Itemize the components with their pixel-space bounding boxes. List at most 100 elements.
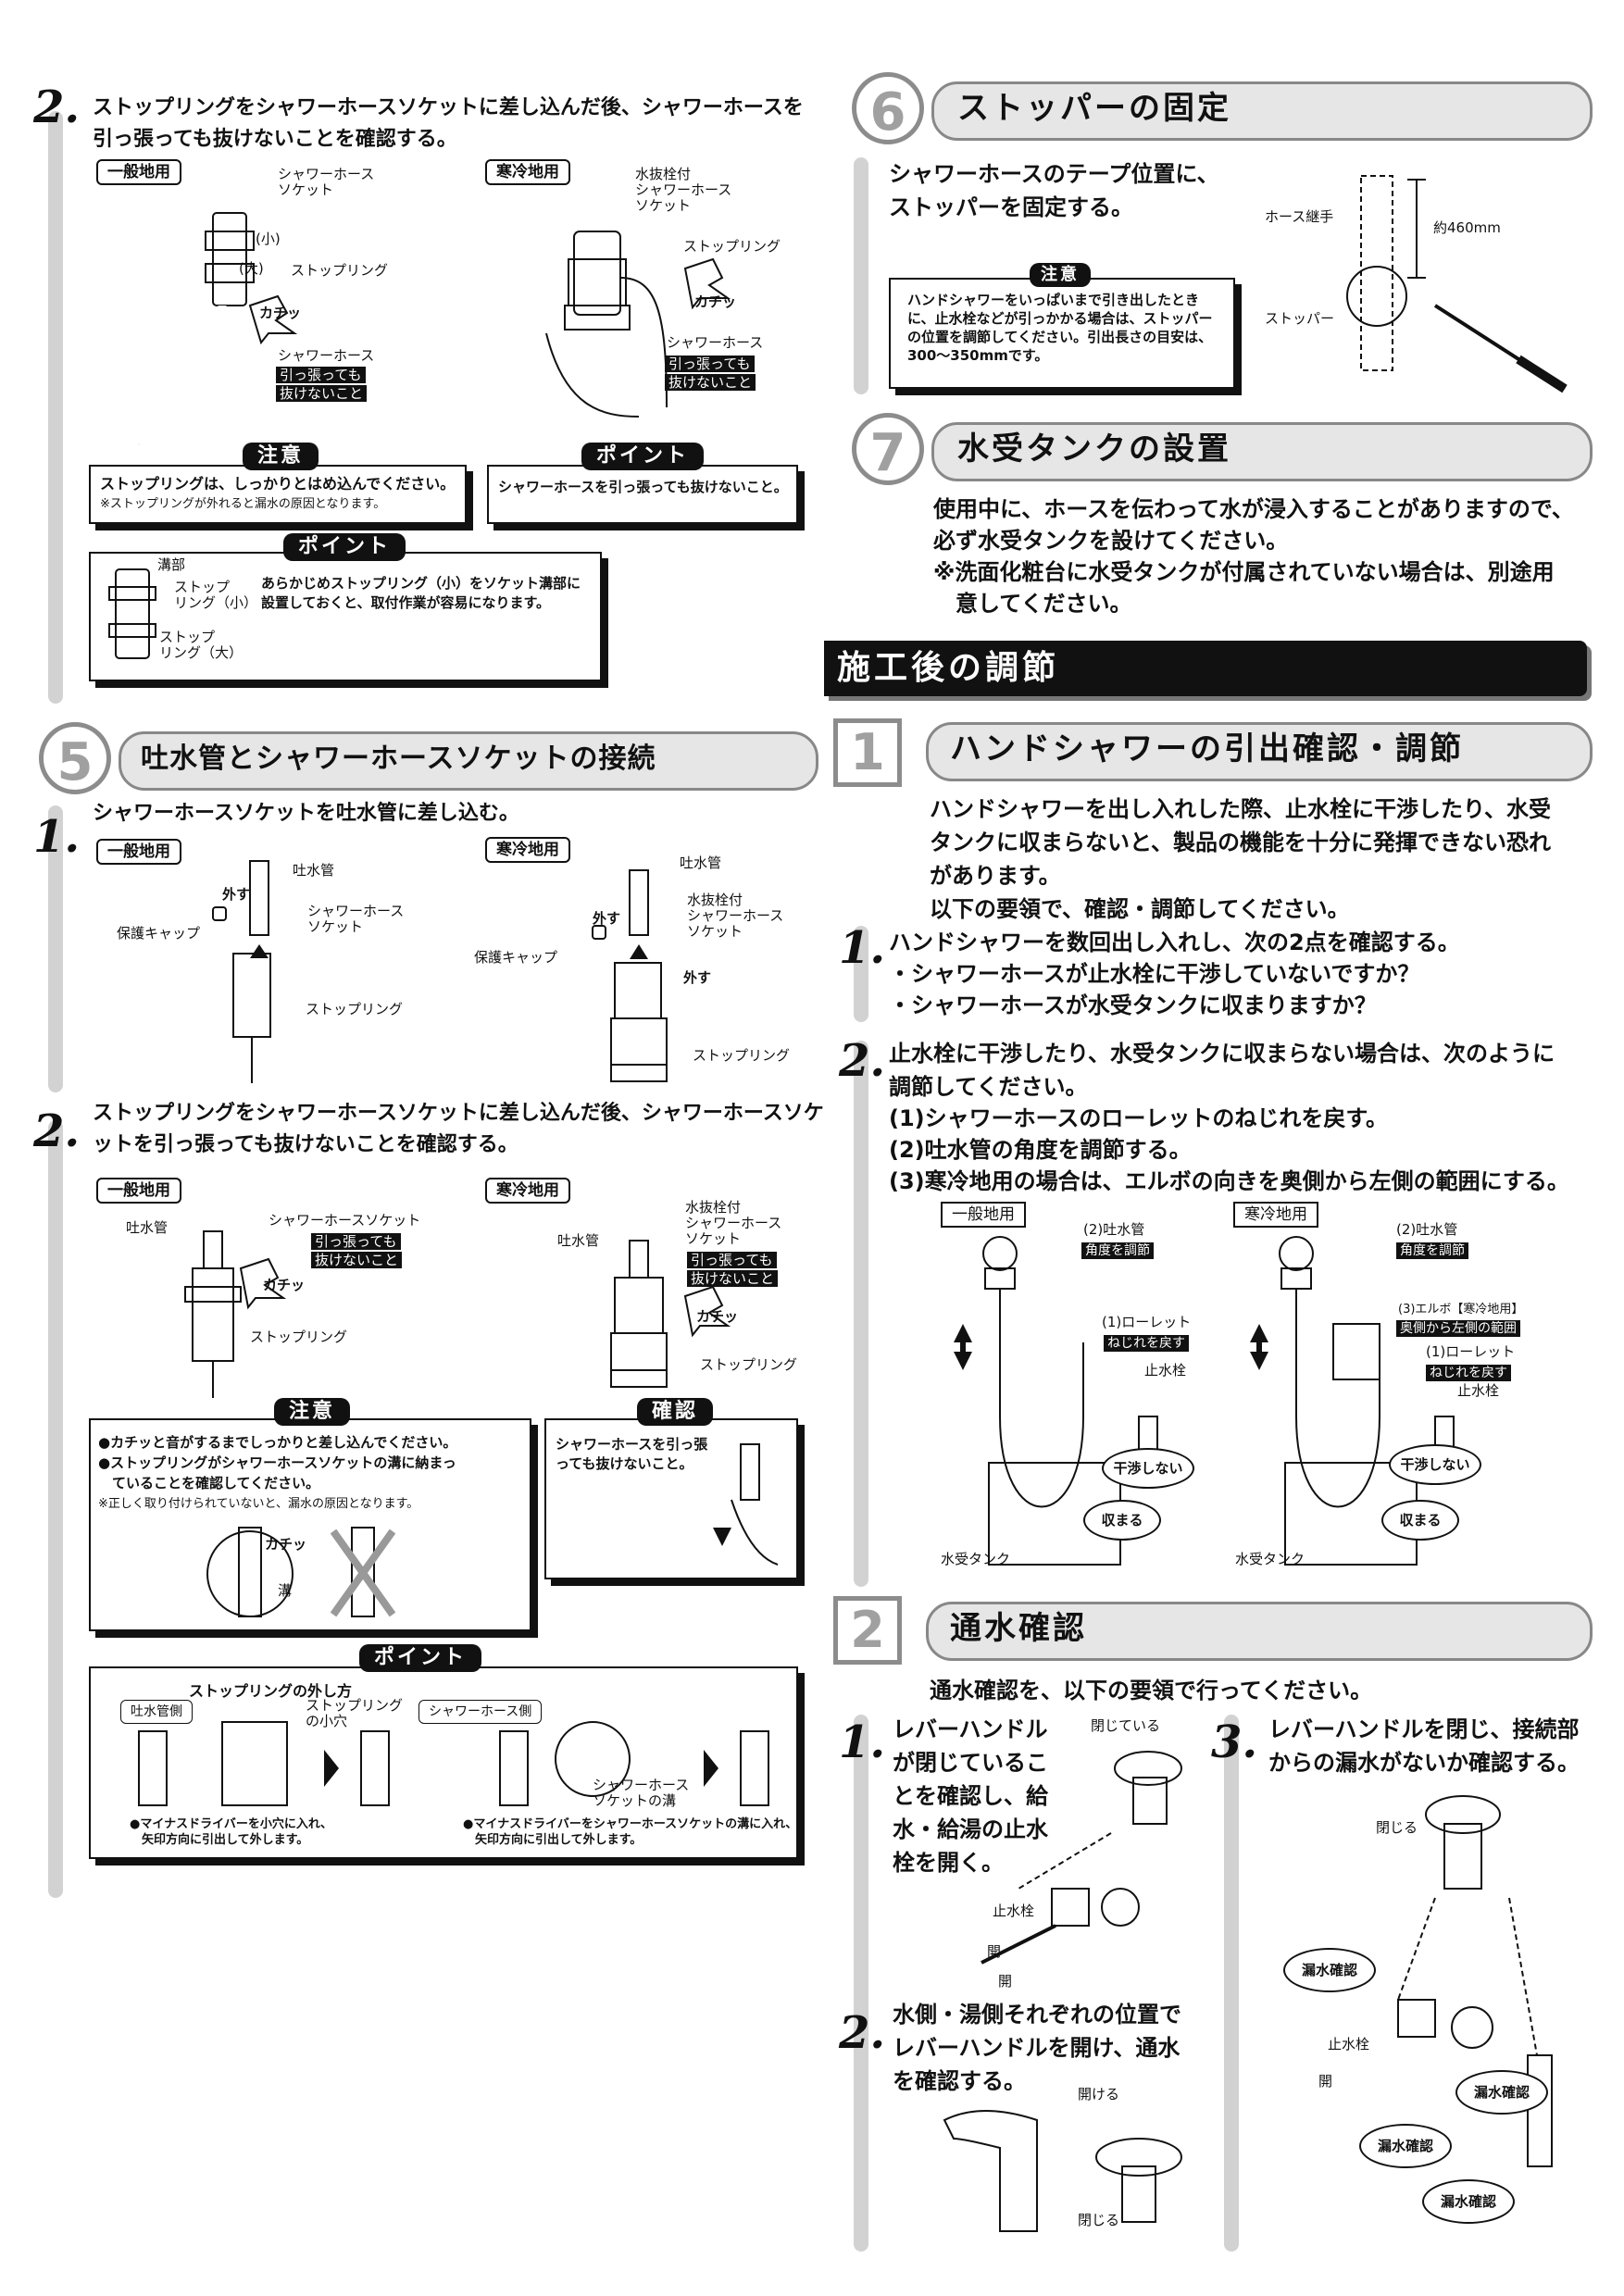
label-pull1: 引っ張っても <box>311 1233 401 1250</box>
adj1-step2-l2: (1)シャワーホースのローレットのねじれを戻す。 <box>889 1105 1389 1131</box>
label-open: 開 <box>987 1943 1002 1960</box>
label-ring-small: ストップ リング（小） <box>174 579 258 611</box>
tag-general: 一般地用 <box>941 1202 1026 1228</box>
label-close-lever: 閉じる <box>1078 2212 1120 2228</box>
point2-text: あらかじめストップリング（小）をソケット溝部に設置しておくと、取付作業が容易にな… <box>261 575 581 611</box>
label-elbow: (3)エルボ【寒冷地用】 <box>1398 1303 1524 1316</box>
label-click: カチッ <box>263 1277 306 1293</box>
adj1-number: 1 <box>833 718 902 787</box>
leak-check-2: 漏水確認 <box>1455 2070 1548 2115</box>
label-spout-cold: 吐水管 <box>557 1232 600 1249</box>
point-head: ポイント <box>359 1644 482 1672</box>
label-socket: シャワーホースソケット <box>269 1212 421 1229</box>
label-valve-3: 止水栓 <box>1328 2036 1370 2053</box>
point-box-2 <box>89 552 602 681</box>
hand-shower-cold-illustration <box>1250 1236 1455 1566</box>
step-number: 2. <box>839 2007 886 2059</box>
tag-general: 一般地用 <box>96 839 181 865</box>
bubble-fits-cold: 収まる <box>1381 1500 1459 1541</box>
caution-line4: ※正しく取り付けられていないと、漏水の原因となります。 <box>98 1497 419 1511</box>
leak-check-1: 漏水確認 <box>1283 1948 1376 1992</box>
adj2-header <box>926 1602 1593 1661</box>
pull-check-illustration <box>713 1443 779 1566</box>
step-number: 1. <box>839 922 886 974</box>
label-large: (大) <box>239 260 264 277</box>
label-stop-ring: ストップリング <box>291 262 389 279</box>
label-spout: (2)吐水管 <box>1083 1221 1145 1238</box>
caution-head: 注意 <box>274 1398 351 1426</box>
label-shower-hose-cold: シャワーホース <box>667 334 764 351</box>
label-click: カチッ <box>259 305 302 321</box>
label-angle: 角度を調節 <box>1081 1242 1154 1259</box>
step-number: 2. <box>33 1105 81 1157</box>
spout-connect-cold-illustration <box>592 869 668 1082</box>
label-pull1-cold: 引っ張っても <box>665 356 755 372</box>
label-hose-joint: ホース継手 <box>1265 208 1334 225</box>
adj2-s3: レバーハンドルを閉じ、接続部からの漏水がないか確認する。 <box>1268 1716 1580 1776</box>
point-note1: ●マイナスドライバーを小穴に入れ、 矢印方向に引出して外します。 <box>130 1817 332 1847</box>
section-7-title: 水受タンクの設置 <box>957 430 1231 468</box>
adj1-step1-l2: ・シャワーホースが止水栓に干渉していないですか？ <box>889 961 1420 987</box>
label-groove: 溝部 <box>157 556 186 573</box>
section-7-header <box>931 422 1593 481</box>
after-install-title: 施工後の調節 <box>837 649 1060 687</box>
sec7-line1: 使用中に、ホースを伝わって水が浸入することがありますので、 <box>933 496 1574 522</box>
socket-insert-illustration <box>184 1230 287 1398</box>
label-drain-socket-cold: 水抜栓付 シャワーホース ソケット <box>687 892 784 940</box>
section-6-header <box>931 81 1593 141</box>
step-number: 3. <box>1211 1716 1258 1768</box>
tag-cold: 寒冷地用 <box>485 1178 570 1204</box>
adj1-title: ハンドシャワーの引出確認・調節 <box>950 730 1464 767</box>
sec7-line2: 必ず水受タンクを設けてください。 <box>933 528 1289 554</box>
ring-removal-illustration <box>138 1721 769 1806</box>
groove-ok-ng-illustration <box>206 1527 396 1617</box>
shower-socket-illustration <box>136 212 298 449</box>
sec6-text1: シャワーホースのテープ位置に、 <box>889 161 1219 187</box>
left-gray-bar-s5-1 <box>48 805 63 1092</box>
socket-insert-cold-illustration <box>610 1240 731 1388</box>
label-pull2: 抜けないこと <box>276 385 368 402</box>
label-open-3: 開 <box>1318 2073 1333 2090</box>
label-pull1: 引っ張っても <box>276 367 366 383</box>
bubble-fits: 収まる <box>1083 1500 1161 1541</box>
step-text: シャワーホースソケットを吐水管に差し込む。 <box>93 802 519 825</box>
label-pull1-cold: 引っ張っても <box>687 1252 777 1268</box>
step-number: 1. <box>33 811 81 863</box>
step-text: ストップリングをシャワーホースソケットに差し込んだ後、シャワーホースを引っ張って… <box>93 96 804 151</box>
label-shower-socket: シャワーホース ソケット <box>278 166 375 198</box>
right-gray-bar-adj1-1 <box>854 926 868 1022</box>
caution-head: 注意 <box>243 443 319 470</box>
sec6-text2: ストッパーを固定する。 <box>889 194 1133 220</box>
label-stop-ring: ストップリング <box>306 1001 404 1017</box>
label-groove: 溝 <box>278 1582 293 1599</box>
tag-general: 一般地用 <box>96 1178 181 1204</box>
point2-head: ポイント <box>283 533 406 561</box>
leak-check-illustration <box>1397 1795 1553 2167</box>
sec7-line4: 意してください。 <box>933 591 1132 617</box>
section-5-title: 吐水管とシャワーホースソケットの接続 <box>141 742 656 775</box>
label-knurl: (1)ローレット <box>1102 1314 1192 1330</box>
label-remove-cold: 外す <box>593 910 621 927</box>
adj1-step1-l3: ・シャワーホースが水受タンクに収まりますか？ <box>889 992 1377 1018</box>
left-gray-bar-s5-2 <box>48 1120 63 1898</box>
step-number: 1. <box>839 1716 886 1768</box>
caution-box-s5 <box>89 1418 531 1631</box>
step-text: ストップリングをシャワーホースソケットに差し込んだ後、シャワーホースソケットを引… <box>93 1102 824 1156</box>
adj1-header <box>926 722 1593 781</box>
label-remove-cold-2: 外す <box>683 969 712 986</box>
caution-line2: ●ストップリングがシャワーホースソケットの溝に納まっ <box>98 1454 456 1471</box>
label-valve: 止水栓 <box>1144 1362 1187 1379</box>
adj2-s2: 水側・湯側それぞれの位置でレバーハンドルを開け、通水を確認する。 <box>893 2002 1181 2094</box>
caution-line1: ●カチッと音がするまでしっかりと差し込んでください。 <box>98 1434 457 1451</box>
bubble-no-interfere: 干渉しない <box>1102 1448 1194 1489</box>
label-untwist: ねじれを戻す <box>1104 1335 1189 1352</box>
label-spout-cold: (2)吐水管 <box>1396 1221 1458 1238</box>
adj1-step2-l3: (2)吐水管の角度を調節する。 <box>889 1137 1192 1163</box>
label-elbow-range: 奥側から左側の範囲 <box>1396 1320 1520 1337</box>
label-stopper: ストッパー <box>1265 310 1335 327</box>
label-valve: 止水栓 <box>993 1903 1035 1919</box>
label-valve-cold: 止水栓 <box>1457 1382 1500 1399</box>
label-open-lever: 開ける <box>1078 2086 1120 2103</box>
label-closed: 閉じている <box>1091 1717 1161 1734</box>
label-spout: 吐水管 <box>126 1219 169 1236</box>
